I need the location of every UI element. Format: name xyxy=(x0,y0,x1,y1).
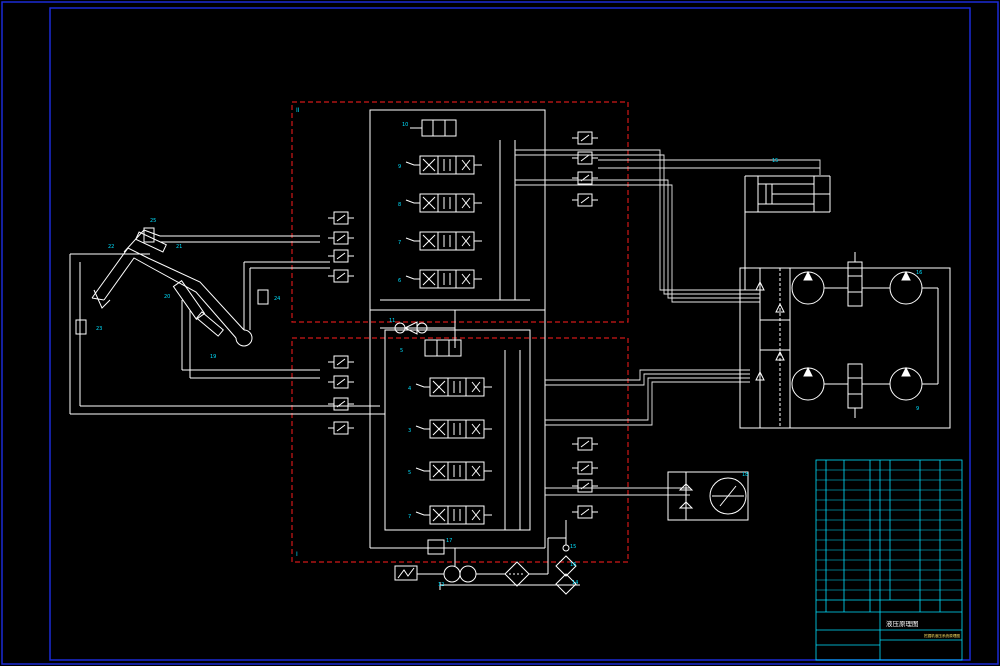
label-14: 14 xyxy=(572,580,578,586)
shuttle-check-valves: 11 xyxy=(380,318,455,335)
label-16: 16 xyxy=(570,562,576,568)
label-18: 18 xyxy=(742,472,748,478)
filter-13 xyxy=(504,561,548,587)
cylinder-15: 15 xyxy=(744,158,831,290)
upper-relief-valves xyxy=(572,131,598,207)
valve-label: 6 xyxy=(398,278,401,284)
relief-lu-3 xyxy=(328,269,354,283)
label-15b: 15 xyxy=(772,158,778,164)
valve-block-frames xyxy=(369,109,546,549)
label-5: 5 xyxy=(400,348,403,354)
tank-17: 17 xyxy=(427,538,452,555)
label-20: 20 xyxy=(164,294,170,300)
inner-frame xyxy=(49,7,971,661)
label-11: 11 xyxy=(389,318,395,324)
upper-valve-3: 7 xyxy=(398,231,482,251)
relief-ll-2 xyxy=(328,397,354,411)
lower-relief-valves xyxy=(572,437,598,519)
relief-l-0 xyxy=(572,437,598,451)
label-15: 15 xyxy=(570,544,576,550)
relief-l-2 xyxy=(572,479,598,493)
label-23: 23 xyxy=(96,326,102,332)
relief-lu-2 xyxy=(328,249,354,263)
relief-u-1 xyxy=(572,151,598,165)
upper-valve-1: 9 xyxy=(398,155,482,175)
valve-label: 7 xyxy=(398,240,401,246)
valve-5: 5 xyxy=(400,339,462,357)
swing-motor-18: 18 xyxy=(667,471,749,521)
upper-valve-4: 6 xyxy=(398,269,482,289)
left-upper-relief-valves xyxy=(328,211,354,283)
label-10: 10 xyxy=(402,122,408,128)
valve-label: 7 xyxy=(408,514,411,520)
relief-l-3 xyxy=(572,505,598,519)
lower-valve-group-boundary xyxy=(291,337,629,563)
label-9: 9 xyxy=(916,406,919,412)
drawing-title: 液压原理图 xyxy=(886,619,919,628)
relief-u-2 xyxy=(572,171,598,185)
relief-lu-0 xyxy=(328,211,354,225)
relief-u-3 xyxy=(572,193,598,207)
label-12: 12 xyxy=(438,582,444,588)
label-16b: 16 xyxy=(916,270,922,276)
lower-directional-valves: 4 3 5 7 xyxy=(408,377,492,525)
relief-ll-1 xyxy=(328,375,354,389)
valve-label: 4 xyxy=(408,386,411,392)
label-22: 22 xyxy=(108,244,114,250)
relief-l-1 xyxy=(572,461,598,475)
lower-valve-1: 4 xyxy=(408,377,492,397)
relief-ll-3 xyxy=(328,421,354,435)
lower-valve-4: 7 xyxy=(408,505,492,525)
lower-valve-2: 3 xyxy=(408,419,492,439)
left-lower-relief-valves xyxy=(328,355,354,435)
upper-valve-2: 8 xyxy=(398,193,482,213)
drawing-subtitle: 挖掘机液压系统原理图 xyxy=(924,633,960,638)
valve-label: 5 xyxy=(408,470,411,476)
relief-lu-1 xyxy=(328,231,354,245)
arm-check-valves xyxy=(75,227,269,335)
relief-ll-0 xyxy=(328,355,354,369)
pipe-runs-right xyxy=(515,149,821,496)
travel-motor-circuit: 16 9 xyxy=(739,252,951,429)
upper-directional-valves: 9 8 7 6 xyxy=(398,155,482,289)
pump-assembly: 12 xyxy=(394,548,580,590)
label-19: 19 xyxy=(210,354,216,360)
pilot-valve-10: 10 xyxy=(402,119,457,137)
excavator-arm-linkage xyxy=(69,229,385,415)
label-25: 25 xyxy=(150,218,156,224)
lower-group-label: I xyxy=(296,551,298,558)
valve-label: 3 xyxy=(408,428,411,434)
title-block-rows xyxy=(816,469,962,591)
label-21: 21 xyxy=(176,244,182,250)
valve-label: 8 xyxy=(398,202,401,208)
relief-u-0 xyxy=(572,131,598,145)
cooler-return-filter: 15 16 xyxy=(547,520,577,595)
upper-group-label: II xyxy=(296,107,300,114)
label-17: 17 xyxy=(446,538,452,544)
label-24: 24 xyxy=(274,296,280,302)
lower-valve-3: 5 xyxy=(408,461,492,481)
valve-label: 9 xyxy=(398,164,401,170)
upper-valve-group-boundary xyxy=(291,101,629,323)
